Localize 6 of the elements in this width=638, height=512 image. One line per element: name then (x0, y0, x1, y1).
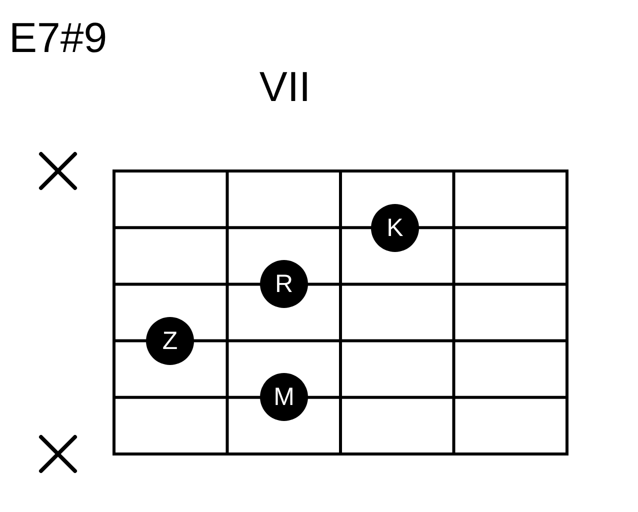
finger-letter: R (274, 272, 294, 296)
chord-title: E7#9 (9, 17, 108, 59)
finger-letter: K (386, 216, 404, 240)
finger-letter: Z (162, 328, 178, 354)
fret-position-label: VII (259, 66, 311, 108)
finger-letter: M (274, 384, 294, 410)
